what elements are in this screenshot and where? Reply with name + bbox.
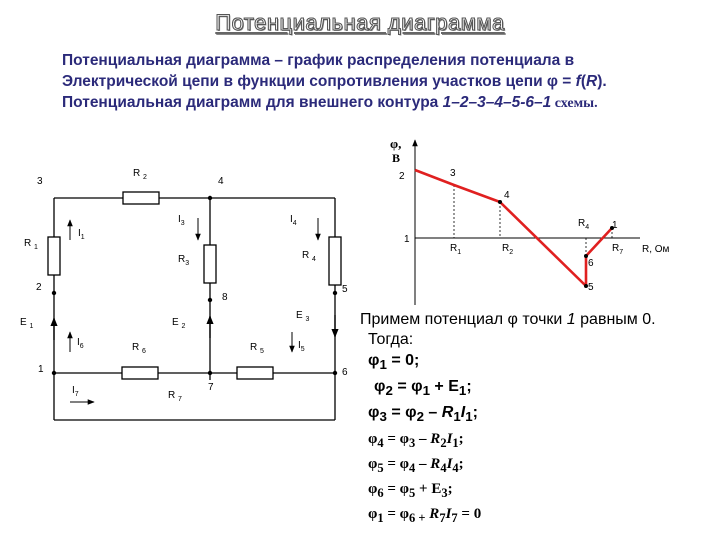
node-dot-4	[207, 195, 213, 201]
equation-3: φ3 = φ2 – R1I1;	[368, 404, 478, 425]
intro-r: R	[586, 73, 598, 90]
resistor-r5	[236, 366, 274, 380]
plot-label-6: 6	[588, 258, 594, 269]
tick-r7: R7	[612, 243, 623, 256]
intro-paren: (	[580, 73, 587, 90]
label-r6: R 6	[132, 342, 146, 355]
intro-paren-close: ).	[597, 73, 607, 90]
resistor-r2	[122, 191, 160, 205]
label-e3: E 3	[296, 310, 309, 323]
node-dot-5	[332, 290, 338, 296]
equation-4: φ4 = φ3 – R2I1;	[368, 430, 464, 450]
label-e2: E 2	[172, 317, 185, 330]
intro-text: Потенциальная диаграмма – график распред…	[62, 50, 712, 114]
resistor-r6	[121, 366, 159, 380]
plot-label-5: 5	[588, 282, 594, 293]
potential-line	[414, 168, 613, 288]
resistor-r4	[328, 236, 342, 286]
node-label-2: 2	[36, 282, 42, 293]
intro-contour: 1–2–3–4–5-6–1	[442, 94, 552, 111]
eq-intro-b: 1	[566, 311, 576, 328]
label-i7: I7	[72, 385, 79, 398]
node-label-3: 3	[37, 176, 43, 187]
equation-5: φ5 = φ4 – R4I4;	[368, 455, 464, 475]
label-r3: R3	[178, 254, 189, 267]
node-dot-1	[51, 370, 57, 376]
node-dot-2	[51, 290, 57, 296]
tick-r4: R4	[578, 218, 589, 231]
equation-6: φ6 = φ5 + E3;	[368, 480, 453, 500]
equations-block: Примем потенциал φ точки 1 равным 0. Тог…	[360, 310, 710, 529]
equation-intro: Примем потенциал φ точки 1 равным 0.	[360, 310, 710, 330]
node-dot-8	[207, 297, 213, 303]
node-dot-7	[207, 370, 213, 376]
node-label-8: 8	[222, 292, 228, 303]
potential-plot	[412, 139, 640, 305]
intro-f: f	[575, 73, 581, 90]
node-dot-6	[332, 370, 338, 376]
plot-y-unit: В	[392, 151, 400, 165]
intro-line-3: Потенциальная диаграмм для внешнего конт…	[62, 92, 712, 114]
plot-label-4: 4	[504, 190, 510, 201]
intro-line-2a: Электрической цепи в функции сопротивлен…	[62, 73, 576, 90]
label-r4: R 4	[302, 250, 316, 263]
label-e1: E 1	[20, 317, 33, 330]
tick-r2: R2	[502, 243, 513, 256]
plot-y-label: φ,	[390, 136, 401, 151]
intro-scheme: схемы.	[551, 96, 598, 111]
equation-1: φ1 = 0;	[368, 352, 420, 373]
plot-point-1-end	[610, 226, 614, 230]
eq-intro-a: Примем потенциал φ точки	[360, 311, 567, 328]
label-i4: I4	[290, 214, 297, 227]
plot-label-3: 3	[450, 168, 456, 179]
equation-2: φ2 = φ1 + E1;	[374, 378, 472, 399]
plot-point-5	[584, 284, 588, 288]
node-label-6: 6	[342, 367, 348, 378]
plot-label-2: 2	[399, 171, 405, 182]
intro-line-2: Электрической цепи в функции сопротивлен…	[62, 71, 712, 92]
tick-r1: R1	[450, 243, 461, 256]
plot-label-1-end: 1	[612, 220, 618, 231]
resistor-r3	[203, 244, 217, 284]
label-i5: I5	[298, 340, 305, 353]
plot-point-4	[498, 200, 502, 204]
label-i3: I3	[178, 214, 185, 227]
equation-then: Тогда:	[368, 331, 414, 348]
label-i6: I6	[77, 337, 84, 350]
eq-intro-c: равным 0.	[575, 311, 656, 328]
node-label-1: 1	[38, 364, 44, 375]
node-label-4: 4	[218, 176, 224, 187]
label-r5: R 5	[250, 342, 264, 355]
circuit-diagram	[53, 197, 336, 421]
label-r2: R 2	[133, 168, 147, 181]
equation-7: φ1 = φ6 + R7I7 = 0	[368, 505, 482, 525]
page-title: Потенциальная диаграмма	[215, 10, 505, 36]
node-label-5: 5	[342, 284, 348, 295]
label-i1: I1	[78, 228, 85, 241]
label-r1: R 1	[24, 238, 38, 251]
node-label-7: 7	[208, 382, 214, 393]
intro-line-3a: Потенциальная диаграмм для внешнего конт…	[62, 94, 443, 111]
label-r7: R 7	[168, 390, 182, 403]
plot-x-label: R, Ом	[642, 244, 670, 255]
resistor-r1	[47, 236, 61, 276]
intro-line-1: Потенциальная диаграмма – график распред…	[62, 52, 575, 69]
plot-point-6	[584, 254, 588, 258]
plot-label-1: 1	[404, 234, 410, 245]
